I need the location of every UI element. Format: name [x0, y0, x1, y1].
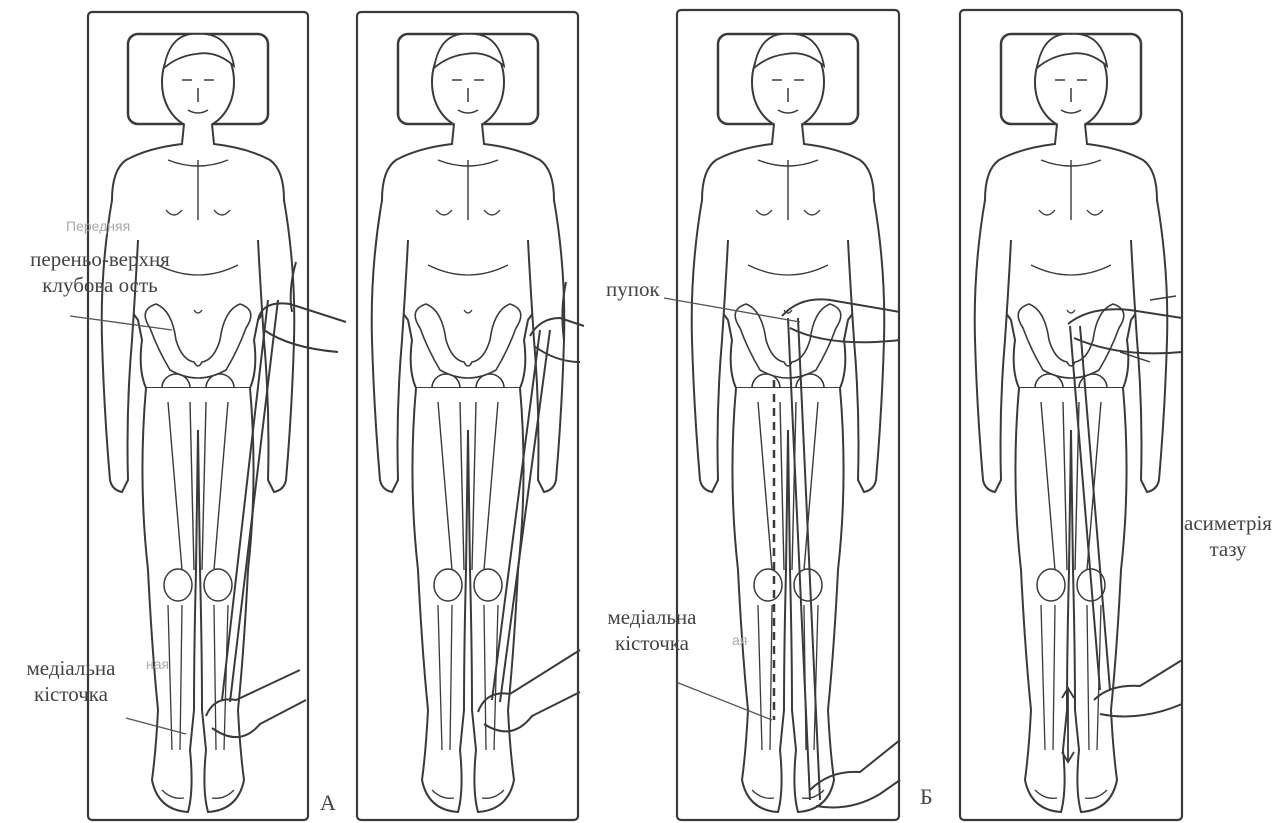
label-malleolus-b: медіальна кісточка: [590, 604, 714, 656]
label-navel: пупок: [606, 276, 660, 302]
label-asis-line1: переньо-верхня: [10, 246, 190, 272]
body-figure-b1: [692, 34, 885, 812]
panel-letter-b: Б: [920, 784, 933, 810]
ghost-text-b-side: ая: [732, 632, 747, 648]
label-asymmetry-line1: асиметрія: [1176, 510, 1280, 536]
label-malleolus-a-line2: кісточка: [6, 681, 136, 707]
label-asis: переньо-верхня клубова ость: [10, 246, 190, 298]
label-malleolus-a-line1: медіальна: [6, 655, 136, 681]
label-asymmetry: асиметрія тазу: [1176, 510, 1280, 562]
body-figure-a2: [372, 34, 565, 812]
label-asis-line2: клубова ость: [10, 272, 190, 298]
panel-letter-a: А: [320, 790, 336, 816]
body-figure-b2: [975, 34, 1168, 812]
label-navel-line1: пупок: [606, 276, 660, 302]
ghost-text-a-top: Передняя: [66, 218, 130, 234]
label-asymmetry-line2: тазу: [1176, 536, 1280, 562]
label-malleolus-a: медіальна кісточка: [6, 655, 136, 707]
label-malleolus-b-line2: кісточка: [590, 630, 714, 656]
ghost-text-a-bottom: ная: [146, 656, 169, 672]
label-malleolus-b-line1: медіальна: [590, 604, 714, 630]
